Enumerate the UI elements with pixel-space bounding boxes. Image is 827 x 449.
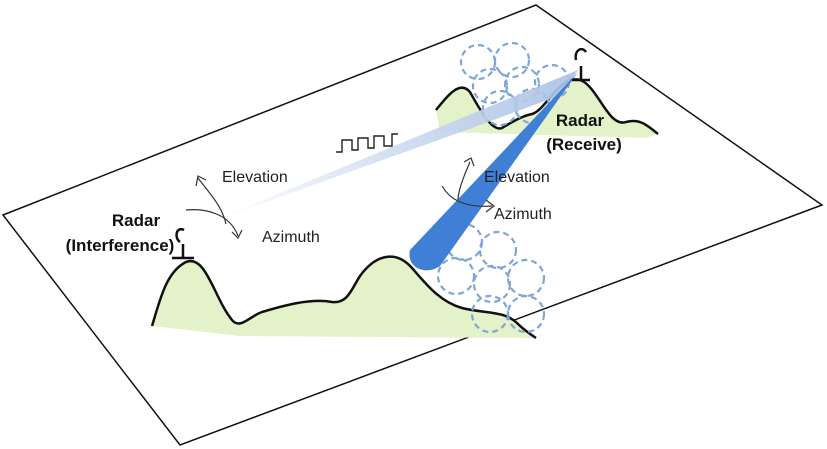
interference-radar-subtitle: (Interference) — [66, 236, 175, 255]
azimuth-arrow-left — [185, 209, 239, 237]
receive-radar-subtitle: (Receive) — [546, 135, 622, 154]
terrain-back-ridge — [435, 78, 659, 135]
terrain-front-ridge — [150, 255, 537, 340]
elevation-arrow-left — [197, 177, 227, 225]
clutter-cell — [506, 294, 546, 334]
interference-radar-title: Radar — [112, 211, 161, 230]
clutter-cell — [506, 258, 546, 298]
terrain-front — [152, 256, 536, 338]
clutter-cell — [436, 256, 476, 296]
receive-radar-title: Radar — [556, 111, 605, 130]
azimuth-arrow-right — [441, 185, 493, 207]
interference-beam — [210, 70, 578, 222]
clutter-cell — [471, 67, 509, 105]
ground-plane — [1, 4, 824, 446]
clutter-cell — [478, 230, 518, 270]
clutter-cell — [472, 264, 512, 304]
left-rotation-arrows — [185, 175, 243, 240]
azimuth-label-right: Azimuth — [494, 206, 552, 223]
arrowhead-icon — [485, 199, 495, 213]
receive-radar-icon — [572, 48, 590, 82]
elevation-label-left: Elevation — [222, 169, 288, 186]
right-rotation-arrows — [441, 157, 495, 213]
receive-beam — [409, 72, 578, 271]
arrowhead-icon — [231, 229, 243, 240]
pulse-waveform-icon — [336, 133, 398, 153]
arrowhead-icon — [195, 175, 207, 187]
clutter-cell — [493, 41, 531, 79]
arrowhead-icon — [463, 157, 475, 167]
elevation-arrow-right — [457, 161, 471, 201]
clutter-cell — [503, 65, 541, 103]
elevation-label-right: Elevation — [484, 169, 550, 186]
clutter-cells-bottom — [436, 222, 546, 334]
interference-radar-icon — [172, 227, 194, 260]
azimuth-label-left: Azimuth — [262, 229, 320, 246]
clutter-cell — [470, 294, 510, 334]
